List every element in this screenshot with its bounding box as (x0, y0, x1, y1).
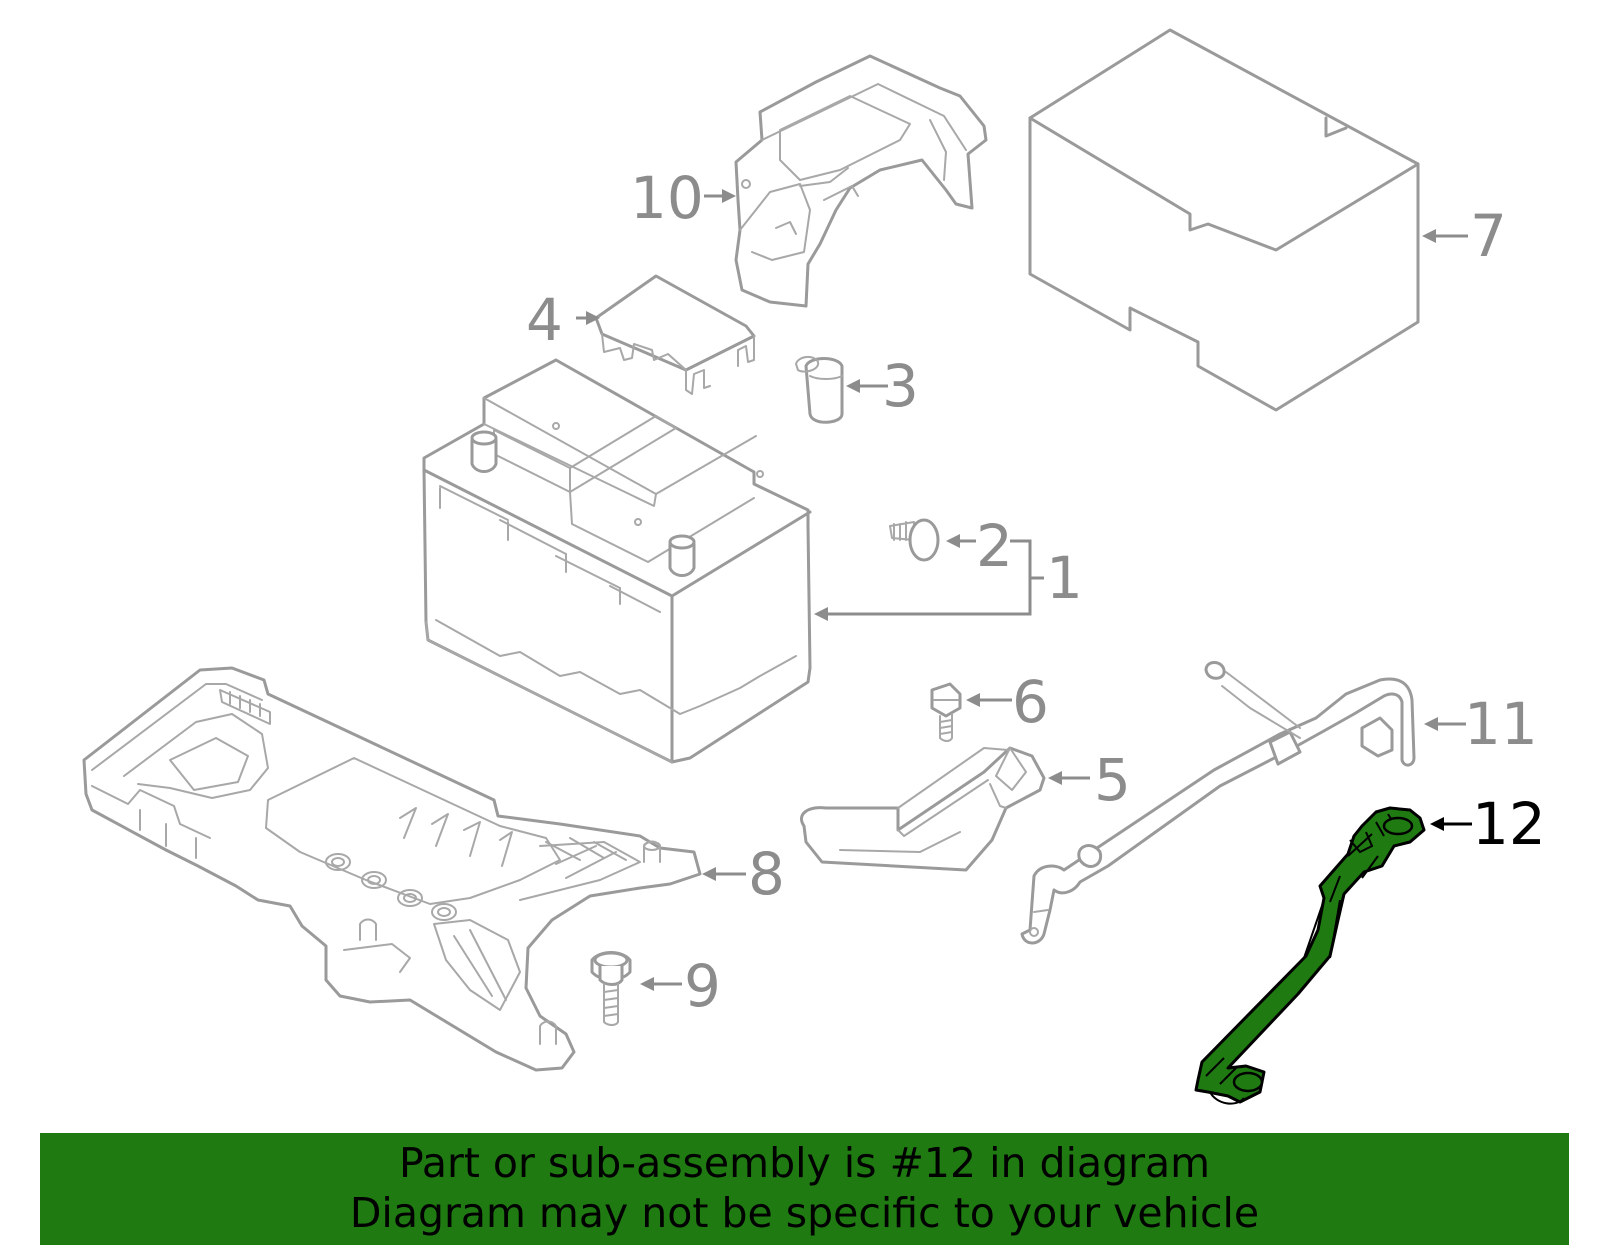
callout-3: 3 (882, 352, 919, 420)
callout-10: 10 (630, 164, 704, 232)
part-6-bolt[interactable] (930, 682, 962, 742)
info-banner: Part or sub-assembly is #12 in diagram D… (40, 1133, 1569, 1245)
part-1-battery[interactable] (422, 358, 812, 764)
part-9-bolt[interactable] (590, 951, 632, 1026)
callout-8: 8 (748, 840, 785, 908)
banner-line-1: Part or sub-assembly is #12 in diagram (398, 1139, 1211, 1187)
part-11-ground-cable[interactable] (1020, 661, 1416, 945)
callout-6: 6 (1012, 668, 1049, 736)
banner-line-2: Diagram may not be specific to your vehi… (349, 1189, 1260, 1237)
part-12-battery-cable-highlighted[interactable] (1194, 806, 1426, 1105)
part-8-battery-tray[interactable] (82, 666, 702, 1072)
callout-4: 4 (526, 286, 563, 354)
part-7-battery-cover[interactable] (1028, 28, 1420, 412)
callout-arrows (576, 189, 1472, 991)
callout-5: 5 (1094, 746, 1131, 814)
part-2-bolt[interactable] (889, 518, 940, 562)
part-10-upper-bracket[interactable] (734, 54, 988, 308)
callout-12: 12 (1472, 790, 1546, 858)
callout-labels: 10 4 3 7 2 1 6 5 11 12 8 9 (526, 164, 1546, 1020)
callout-9: 9 (684, 952, 721, 1020)
callout-2: 2 (976, 512, 1013, 580)
part-5-hold-down-clamp[interactable] (800, 746, 1046, 872)
callout-11: 11 (1464, 690, 1538, 758)
callout-1: 1 (1046, 544, 1083, 612)
part-4-terminal-cover[interactable] (594, 274, 756, 395)
callout-7: 7 (1470, 202, 1507, 270)
part-3-terminal-cap[interactable] (795, 356, 844, 424)
